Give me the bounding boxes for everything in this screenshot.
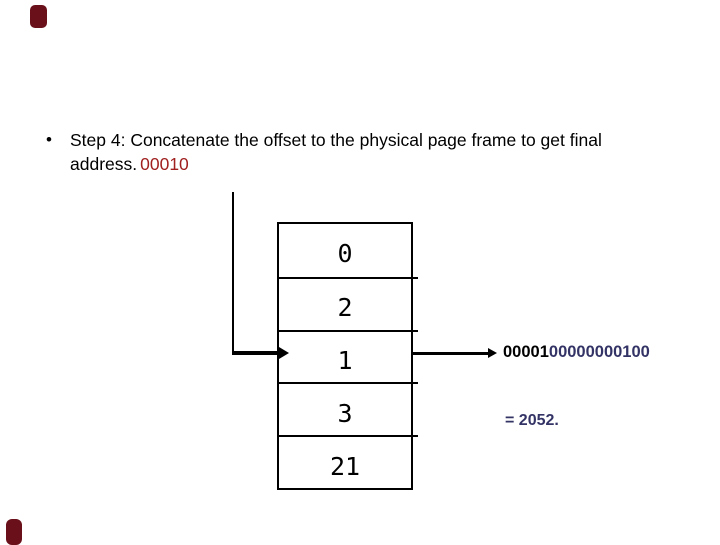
slide-border-corner-bottom-left <box>6 519 22 545</box>
left-arrow-shaft <box>232 351 280 355</box>
bullet-line2: address. <box>70 154 138 174</box>
frame-bits: 00001 <box>503 343 549 361</box>
physical-address-binary: 0000100000000100 <box>503 343 650 362</box>
offset-bits: 00000000100 <box>548 343 650 361</box>
right-arrow-shaft <box>412 352 489 355</box>
left-arrow-head-icon <box>279 347 289 359</box>
bullet-item: • Step 4: Concatenate the offset to the … <box>46 128 706 176</box>
page-table-cell: 21 <box>279 435 418 488</box>
bullet-text: Step 4: Concatenate the offset to the ph… <box>70 128 602 176</box>
page-table-cell: 0 <box>337 239 353 269</box>
bullet-marker: • <box>46 130 52 149</box>
page-table-cell: 2 <box>279 276 418 330</box>
page-table: 0 2 1 3 21 <box>277 222 418 490</box>
offset-value: 00010 <box>140 154 189 174</box>
connector-vertical-line <box>232 192 234 352</box>
decimal-result: = 2052. <box>505 412 559 429</box>
right-arrow-head-icon <box>488 348 497 358</box>
slide-border-corner-top-left <box>30 5 47 28</box>
bullet-line1: Step 4: Concatenate the offset to the ph… <box>70 130 602 150</box>
page-table-cell: 1 <box>279 329 418 383</box>
page-table-cell: 3 <box>279 382 418 435</box>
